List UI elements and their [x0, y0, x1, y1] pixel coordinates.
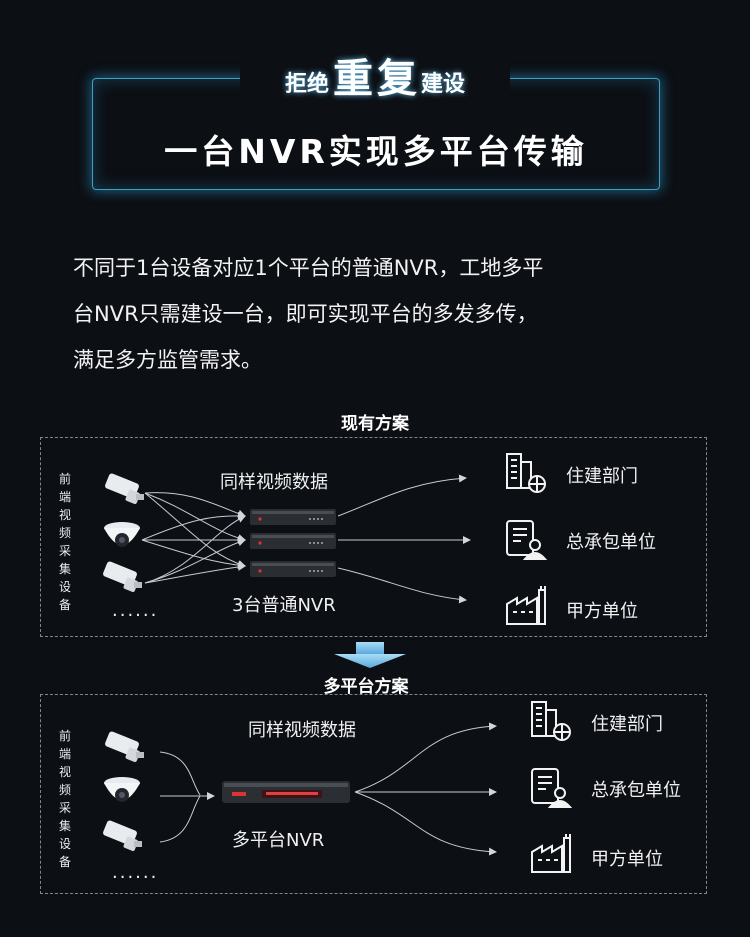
- multi-nvr-label: 多平台NVR: [232, 830, 325, 851]
- bullet-camera-icon: [104, 472, 144, 505]
- multi-output-lines: [354, 722, 497, 856]
- multi-scheme-title: 多平台方案: [323, 677, 409, 697]
- current-data-label: 同样视频数据: [220, 472, 328, 493]
- multi-target-owner: 甲方单位: [591, 849, 663, 870]
- current-scheme-box: [40, 437, 707, 637]
- current-dots: ......: [112, 600, 159, 621]
- document-user-icon: [531, 768, 571, 808]
- page-title: 一台NVR实现多平台传输: [164, 132, 588, 171]
- intro-paragraph: 不同于1台设备对应1个平台的普通NVR，工地多平 台NVR只需建设一台，即可实现…: [73, 245, 673, 383]
- current-output-lines: [337, 474, 471, 604]
- current-side-label: 前端 视频 采集 设备: [58, 472, 71, 612]
- bullet-camera-icon: [102, 819, 142, 852]
- building-icon: [506, 453, 546, 493]
- intro-line-3: 满足多方监管需求。: [73, 348, 262, 372]
- current-target-housing: 住建部门: [566, 466, 638, 487]
- building-icon: [531, 701, 571, 741]
- document-user-icon: [506, 520, 546, 560]
- current-scheme-title: 现有方案: [341, 414, 409, 434]
- factory-icon: [506, 585, 546, 625]
- multi-scheme-box: [40, 694, 707, 894]
- intro-line-2: 台NVR只需建设一台，即可实现平台的多发多传，: [73, 302, 538, 326]
- intro-line-1: 不同于1台设备对应1个平台的普通NVR，工地多平: [73, 256, 544, 280]
- current-feed-lines: [141, 492, 246, 584]
- current-target-owner: 甲方单位: [566, 601, 638, 622]
- tagline-right: 建设: [421, 72, 466, 97]
- tagline-left: 拒绝: [284, 72, 329, 97]
- nvr-device-icon: [250, 561, 336, 577]
- multi-dots: ......: [112, 862, 159, 883]
- bullet-camera-icon: [102, 560, 142, 593]
- multi-side-label: 前端 视频 采集 设备: [58, 729, 71, 869]
- down-arrow-icon: [334, 642, 406, 668]
- nvr-device-icon: [250, 509, 336, 525]
- current-nvr-label: 3台普通NVR: [232, 595, 336, 616]
- factory-icon: [531, 833, 571, 873]
- multi-target-contractor: 总承包单位: [591, 780, 681, 801]
- tagline-big-1: 重: [333, 56, 373, 102]
- multi-data-label: 同样视频数据: [248, 720, 356, 741]
- multi-feed-lines: [159, 751, 215, 843]
- bullet-camera-icon: [104, 730, 144, 763]
- dome-camera-icon: [104, 777, 140, 802]
- tagline: 拒绝 重 复 建设: [240, 56, 510, 104]
- current-target-contractor: 总承包单位: [566, 532, 656, 553]
- tagline-big-2: 复: [377, 56, 417, 102]
- frame-tab-mask: [240, 52, 510, 102]
- dome-camera-icon: [104, 522, 140, 547]
- multi-target-housing: 住建部门: [591, 714, 663, 735]
- multi-nvr-device: [222, 781, 350, 803]
- nvr-device-icon: [250, 533, 336, 549]
